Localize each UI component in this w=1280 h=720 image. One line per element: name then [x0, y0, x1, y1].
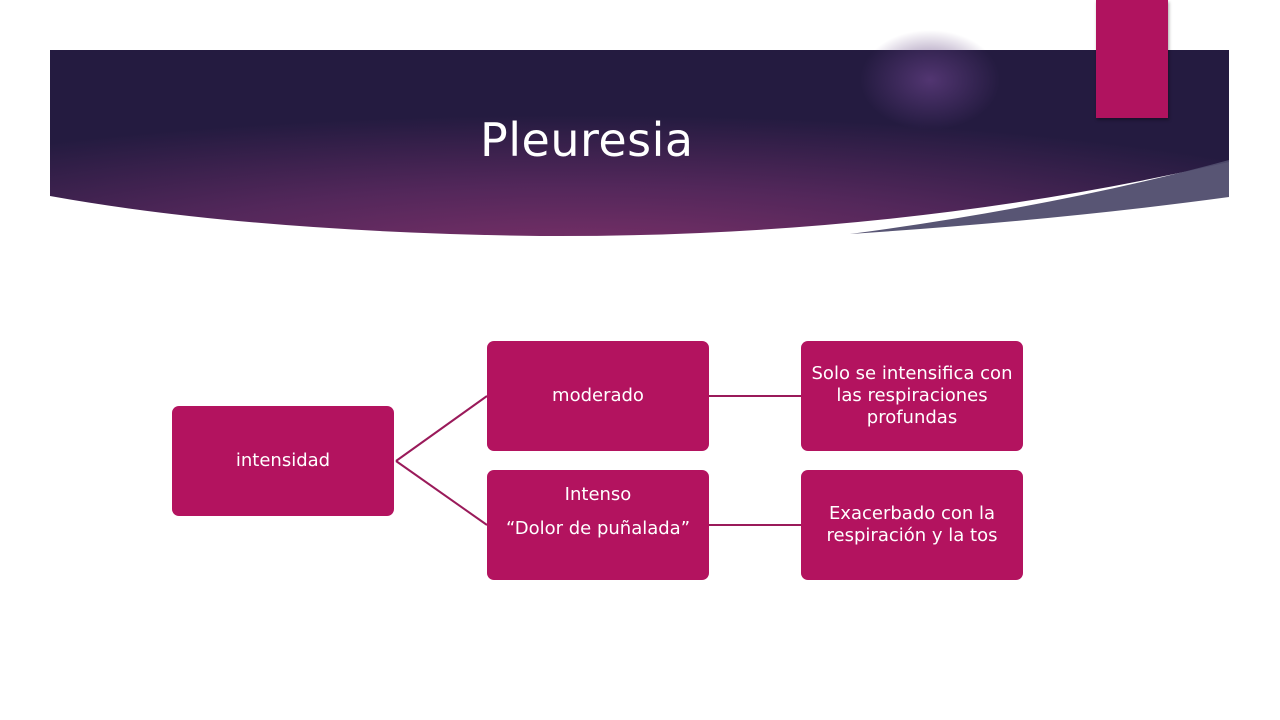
header-banner	[50, 30, 1229, 237]
node-moderado-detail: Solo se intensifica con las respiracione…	[801, 341, 1023, 451]
connector-root-moderado	[395, 395, 488, 462]
node-label: moderado	[552, 385, 644, 406]
slide-title: Pleuresia	[480, 113, 694, 167]
node-sublabel: “Dolor de puñalada”	[505, 518, 691, 539]
connector-root-intenso	[395, 460, 488, 526]
node-label: Intenso	[564, 484, 632, 505]
node-intensidad: intensidad	[172, 406, 394, 516]
node-intenso-detail: Exacerbado con la respiración y la tos	[801, 470, 1023, 580]
node-label: intensidad	[235, 450, 331, 471]
node-label: Solo se intensifica con las respiracione…	[811, 363, 1013, 428]
node-intenso: Intenso “Dolor de puñalada”	[487, 470, 709, 580]
node-label: Exacerbado con la respiración y la tos	[826, 503, 998, 546]
node-moderado: moderado	[487, 341, 709, 451]
accent-bar	[1096, 0, 1168, 118]
